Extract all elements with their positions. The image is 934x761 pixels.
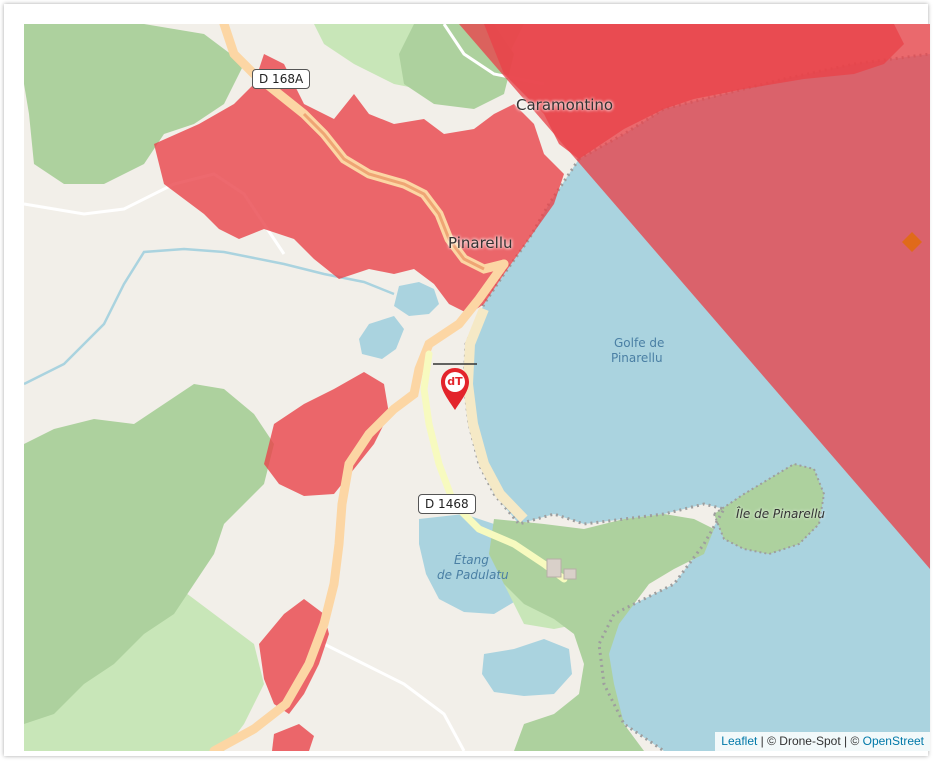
restricted-zone-caramontino [484, 24, 904, 159]
map-attribution: Leaflet | © Drone-Spot | © OpenStreet [715, 732, 930, 751]
road-shield-d1468: D 1468 [418, 494, 476, 514]
attribution-text: | © Drone-Spot | © [757, 734, 863, 748]
ile-de-pinarellu-land [712, 462, 826, 556]
openstreetmap-link[interactable]: OpenStreet [862, 734, 924, 748]
marker-pin-icon [433, 363, 477, 410]
label-golfe-line1: Golfe de [614, 336, 665, 350]
road-shield-d168a: D 168A [252, 69, 311, 89]
map-canvas [24, 24, 930, 751]
lake-south [482, 639, 572, 696]
forest-southeast [489, 514, 714, 751]
label-etang-line2: de Padulatu [437, 568, 509, 582]
beach [462, 307, 528, 523]
lake-west [359, 316, 404, 359]
forest-west [24, 384, 274, 724]
restricted-zone-middle [264, 372, 389, 496]
marker-logo-text: dT [447, 375, 463, 388]
road-d1468 [209, 259, 509, 751]
track-2 [323, 642, 466, 751]
building-1 [546, 558, 562, 578]
label-etang-line1: Étang [454, 553, 489, 567]
lake-north [394, 282, 439, 316]
drone-spot-marker[interactable]: dT [433, 362, 477, 414]
warning-icon [902, 232, 922, 252]
leaflet-link[interactable]: Leaflet [721, 734, 758, 748]
road-d168a-core [302, 112, 485, 271]
restricted-zone-bottom [272, 724, 314, 751]
label-caramontino: Caramontino [516, 96, 614, 114]
label-pinarellu-village: Pinarellu [448, 234, 513, 252]
building-2 [563, 568, 577, 580]
label-golfe-line2: Pinarellu [611, 351, 663, 365]
forest-northwest [24, 24, 244, 184]
restricted-zone-south [259, 599, 329, 714]
restricted-zone-large [459, 24, 930, 569]
label-ile-de-pinarellu: Île de Pinarellu [736, 507, 826, 521]
map-viewport[interactable]: Caramontino Pinarellu Golfe de Pinarellu… [24, 24, 930, 751]
